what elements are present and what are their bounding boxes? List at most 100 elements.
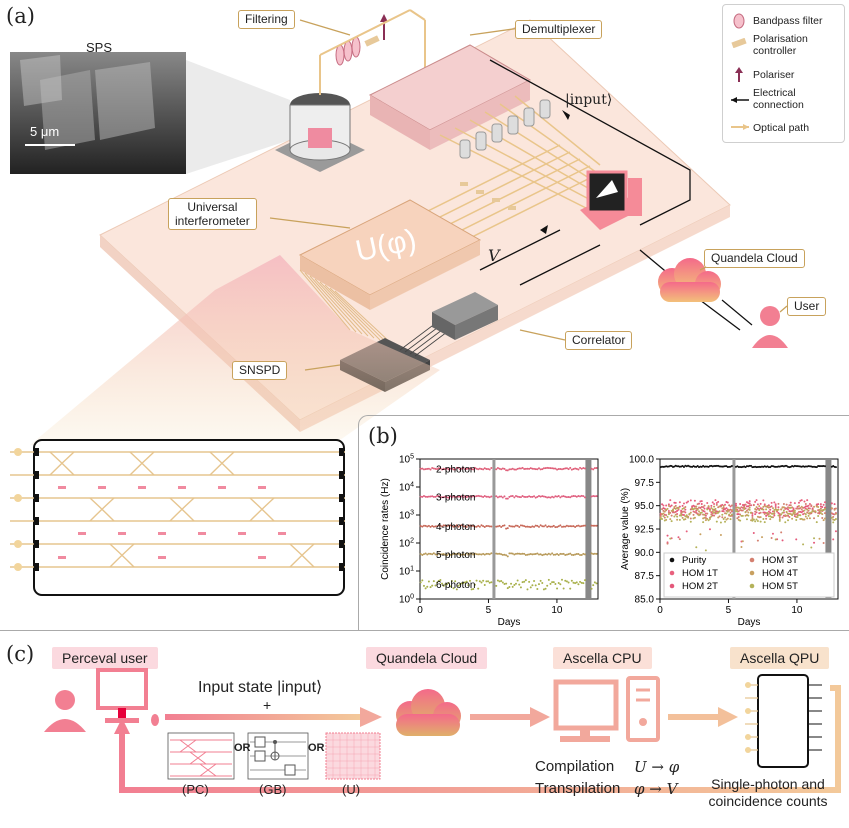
- data-point: [470, 588, 473, 591]
- y-tick-label: 104: [399, 482, 414, 494]
- data-point: [473, 583, 476, 586]
- data-point: [508, 495, 511, 498]
- data-point: [462, 581, 465, 584]
- data-point: [741, 540, 744, 543]
- data-point: [763, 511, 766, 514]
- data-point: [501, 524, 504, 527]
- data-point: [834, 518, 837, 521]
- v-vector-label: V: [488, 246, 500, 265]
- data-point: [800, 517, 803, 520]
- data-point: [426, 525, 429, 528]
- data-point: [510, 525, 513, 528]
- data-point: [467, 553, 470, 556]
- demultiplexer-callout: Demultiplexer: [515, 20, 603, 39]
- data-point: [510, 582, 513, 585]
- data-point: [823, 507, 826, 510]
- data-point: [662, 504, 665, 507]
- data-point: [681, 464, 684, 467]
- data-point: [734, 508, 737, 511]
- data-point: [748, 502, 751, 505]
- data-point: [698, 506, 701, 509]
- data-point: [700, 508, 703, 511]
- data-point: [452, 552, 455, 555]
- data-point: [700, 500, 703, 503]
- data-point: [482, 496, 485, 499]
- data-point: [711, 510, 714, 513]
- data-point: [465, 552, 468, 555]
- data-point: [693, 511, 696, 514]
- data-point: [817, 514, 820, 517]
- data-point: [681, 507, 684, 510]
- data-point: [429, 586, 432, 589]
- data-point: [751, 514, 754, 517]
- x-tick-label: 5: [726, 605, 732, 616]
- chip-inset: [33, 439, 345, 596]
- data-point: [516, 579, 519, 582]
- data-point: [728, 504, 731, 507]
- data-point: [678, 505, 681, 508]
- data-point: [432, 495, 435, 498]
- data-point: [684, 515, 687, 518]
- data-point: [539, 553, 542, 556]
- u-label: (U): [342, 782, 361, 797]
- transpilation-label: Transpilation: [535, 780, 621, 797]
- data-point: [495, 468, 498, 471]
- data-point: [465, 467, 468, 470]
- data-point: [575, 525, 578, 528]
- data-point: [574, 495, 577, 498]
- data-point: [570, 553, 573, 556]
- data-point: [562, 467, 565, 470]
- data-point: [483, 553, 486, 556]
- data-point: [698, 514, 701, 517]
- data-point: [503, 524, 506, 527]
- data-point: [730, 464, 733, 467]
- data-point: [478, 525, 481, 528]
- data-point: [770, 536, 773, 539]
- data-point: [439, 524, 442, 527]
- data-point: [674, 507, 677, 510]
- data-point: [488, 468, 491, 471]
- data-point: [437, 552, 440, 555]
- data-point: [765, 514, 768, 517]
- data-point: [797, 504, 800, 507]
- data-point: [421, 495, 424, 498]
- data-point: [482, 579, 485, 582]
- gb-label: (GB): [259, 782, 287, 797]
- data-point: [444, 553, 447, 556]
- data-point: [595, 467, 598, 470]
- data-point: [521, 581, 524, 584]
- legend-marker: [669, 557, 675, 563]
- legend-marker: [669, 570, 675, 576]
- data-point: [559, 524, 562, 527]
- data-point: [500, 553, 503, 556]
- data-point: [580, 494, 583, 497]
- legend-bandpass: Bandpass filter: [753, 15, 823, 27]
- data-point: [542, 525, 545, 528]
- data-point: [780, 508, 783, 511]
- data-point: [678, 518, 681, 521]
- data-point: [533, 467, 536, 470]
- or-label-2: OR: [308, 742, 325, 754]
- data-point: [519, 496, 522, 499]
- data-point: [523, 580, 526, 583]
- data-point: [556, 552, 559, 555]
- data-point: [518, 526, 521, 529]
- data-point: [667, 510, 670, 513]
- data-point: [477, 524, 480, 527]
- data-point: [480, 553, 483, 556]
- data-point: [475, 553, 478, 556]
- data-point: [445, 467, 448, 470]
- data-point: [559, 552, 562, 555]
- x-tick-label: 5: [486, 605, 492, 616]
- data-point: [564, 579, 567, 582]
- data-point: [782, 503, 785, 506]
- data-point: [680, 514, 683, 517]
- data-point: [569, 496, 572, 499]
- data-point: [501, 496, 504, 499]
- data-point: [592, 524, 595, 527]
- data-point: [508, 524, 511, 527]
- cpu-computer-icon: [553, 676, 660, 742]
- data-point: [582, 582, 585, 585]
- data-point: [483, 584, 486, 587]
- data-point: [721, 507, 724, 510]
